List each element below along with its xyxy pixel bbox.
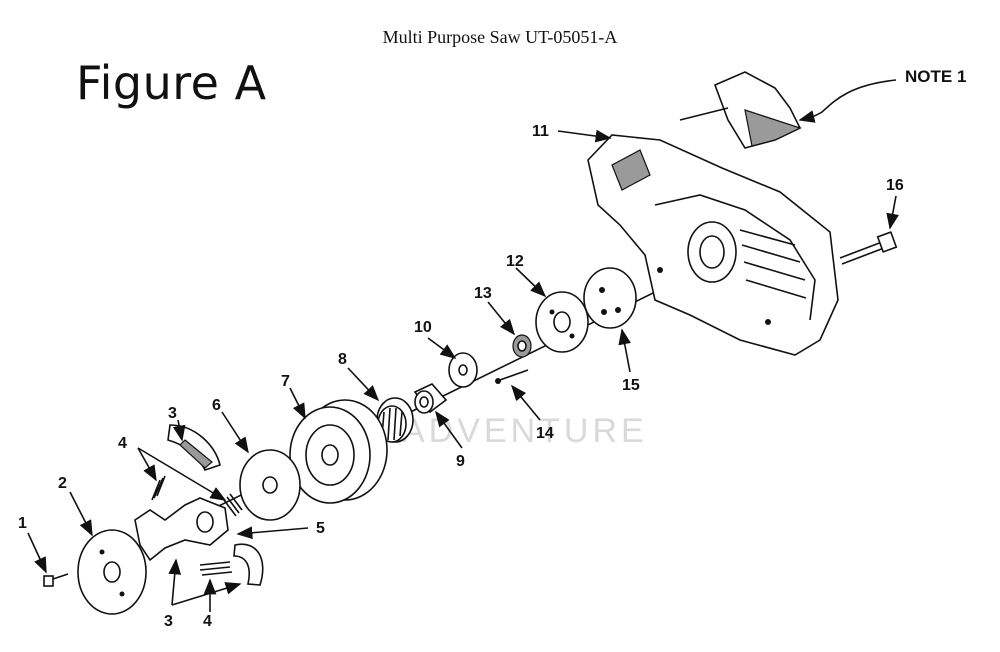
watermark-text: ADVENTURE bbox=[402, 412, 648, 450]
clutch-shoe-3-lower bbox=[233, 543, 264, 586]
leader-14 bbox=[510, 384, 541, 421]
callout-3-top: 3 bbox=[168, 405, 177, 422]
leader-13 bbox=[487, 301, 516, 336]
leader-11 bbox=[557, 129, 612, 143]
callout-11: 11 bbox=[532, 123, 549, 140]
leader-4-top-b bbox=[137, 447, 227, 501]
callout-10: 10 bbox=[414, 319, 432, 336]
leader-3-bottom-a bbox=[168, 558, 182, 606]
leader-3-top bbox=[172, 419, 186, 442]
leader-9 bbox=[435, 410, 463, 449]
plate-12 bbox=[535, 291, 589, 353]
clutch-drum-7 bbox=[289, 399, 388, 504]
screw-1 bbox=[43, 573, 69, 587]
leader-note-1 bbox=[798, 79, 897, 123]
leader-16 bbox=[886, 195, 899, 230]
spring-4-upper-right bbox=[223, 493, 243, 517]
callout-15: 15 bbox=[622, 377, 640, 394]
leader-1 bbox=[27, 532, 47, 574]
note-label: NOTE 1 bbox=[905, 67, 966, 86]
page-title: Multi Purpose Saw UT-05051-A bbox=[382, 27, 618, 47]
leader-5 bbox=[236, 526, 309, 540]
callout-8: 8 bbox=[338, 351, 347, 368]
note-block-part bbox=[679, 71, 802, 149]
clutch-cover-housing bbox=[587, 134, 839, 356]
callout-1: 1 bbox=[18, 515, 27, 532]
leader-7 bbox=[289, 387, 306, 420]
leader-4-top-a bbox=[137, 447, 157, 482]
callout-5: 5 bbox=[316, 520, 325, 537]
spring-4-upper-left bbox=[151, 475, 166, 501]
callout-12: 12 bbox=[506, 253, 524, 270]
washer-disk-6 bbox=[239, 449, 301, 521]
leader-3-bottom-b bbox=[171, 582, 242, 606]
leader-6 bbox=[221, 411, 249, 454]
leader-15 bbox=[618, 328, 631, 373]
callout-14: 14 bbox=[536, 425, 554, 442]
callout-7: 7 bbox=[281, 373, 290, 390]
figure-label: Figure A bbox=[76, 56, 267, 110]
leader-2 bbox=[69, 491, 93, 537]
cover-disk-2 bbox=[77, 529, 147, 615]
callout-4-bottom: 4 bbox=[203, 613, 212, 630]
callout-4-top: 4 bbox=[118, 435, 127, 452]
callout-6: 6 bbox=[212, 397, 221, 414]
leader-12 bbox=[515, 267, 547, 298]
bolt-16 bbox=[839, 231, 898, 265]
washer-plate-15 bbox=[583, 267, 637, 329]
leader-8 bbox=[347, 367, 380, 402]
pin-14 bbox=[499, 369, 529, 381]
ring-13 bbox=[512, 334, 532, 358]
callout-3-bottom: 3 bbox=[164, 613, 173, 630]
sleeve-9 bbox=[413, 383, 448, 414]
washer-10 bbox=[448, 352, 478, 388]
spring-4-lower bbox=[199, 561, 233, 576]
callout-13: 13 bbox=[474, 285, 492, 302]
callout-9: 9 bbox=[456, 453, 465, 470]
leader-10 bbox=[427, 337, 457, 359]
clutch-hub-5 bbox=[134, 497, 229, 562]
callout-2: 2 bbox=[58, 475, 67, 492]
shoe-lining-upper bbox=[179, 439, 213, 469]
pin-14-head bbox=[495, 378, 501, 384]
callout-16: 16 bbox=[886, 177, 904, 194]
